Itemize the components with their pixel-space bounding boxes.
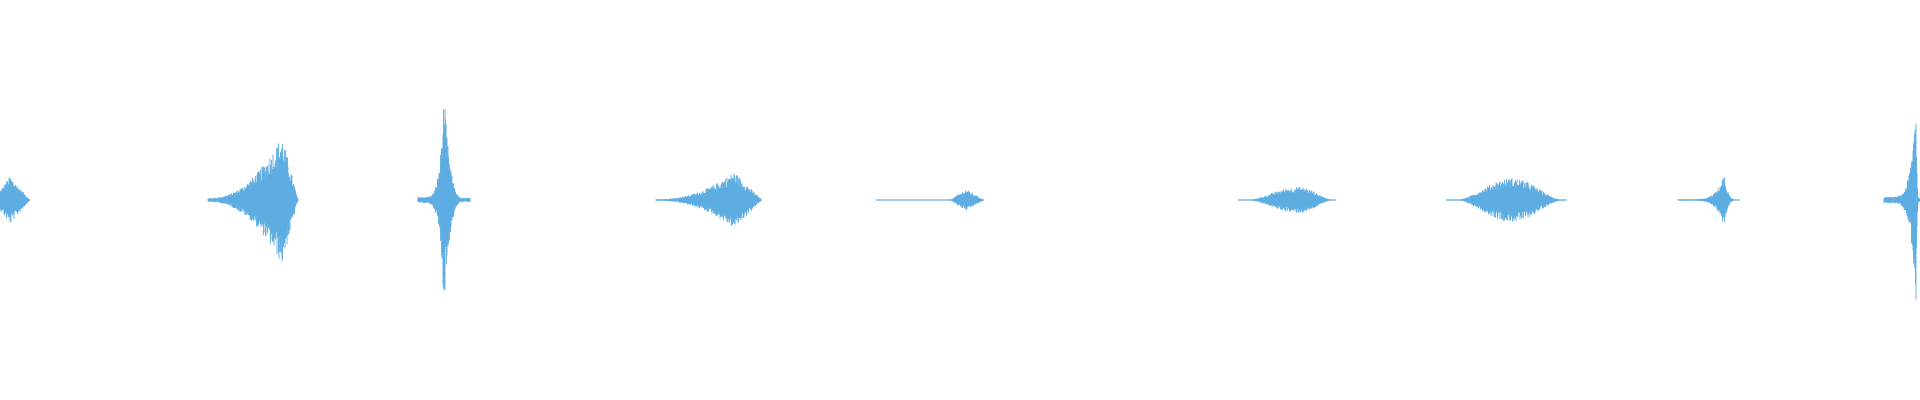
waveform-burst xyxy=(1677,177,1740,223)
waveform-burst xyxy=(417,109,471,291)
burst-samples xyxy=(417,109,471,291)
burst-samples xyxy=(207,143,299,262)
burst-samples xyxy=(655,173,762,226)
waveform-burst xyxy=(876,190,984,211)
waveform-bursts xyxy=(0,109,1920,300)
burst-samples xyxy=(1883,123,1920,300)
burst-samples xyxy=(1447,178,1567,222)
waveform-burst xyxy=(207,143,299,262)
burst-samples xyxy=(0,177,30,223)
burst-samples xyxy=(1677,177,1734,223)
burst-samples xyxy=(1252,186,1330,213)
waveform-burst xyxy=(1238,186,1336,213)
burst-samples xyxy=(948,190,983,211)
waveform-burst xyxy=(1883,123,1920,300)
waveform-burst xyxy=(0,177,30,223)
waveform-burst xyxy=(655,173,762,226)
waveform-burst xyxy=(1446,178,1567,222)
